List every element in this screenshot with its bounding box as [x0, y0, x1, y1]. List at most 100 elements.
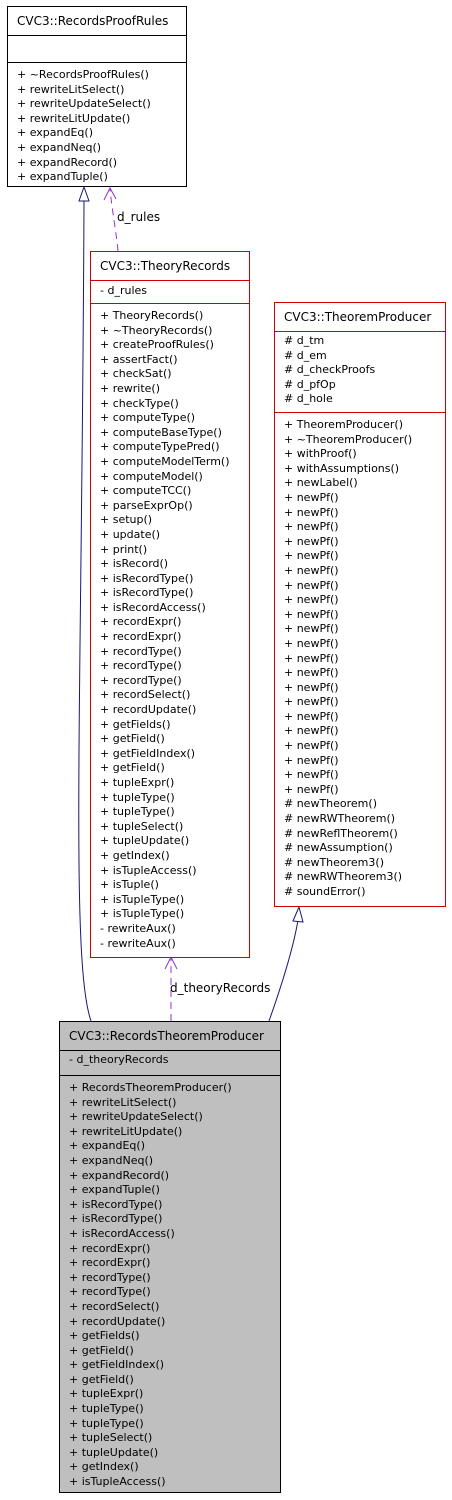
- method-item: + recordExpr(): [100, 630, 182, 644]
- method-item: + RecordsTheoremProducer(): [69, 1081, 232, 1094]
- method-item: + getField(): [100, 732, 165, 746]
- method-item: + newPf(): [284, 534, 339, 548]
- method-item: # newTheorem3(): [284, 855, 384, 869]
- method-item: # newReflTheorem(): [284, 826, 398, 840]
- method-item: + rewriteUpdateSelect(): [69, 1110, 203, 1124]
- method-item: + tupleExpr(): [69, 1387, 144, 1401]
- inheritance-edge-records-proof-rules: [78, 199, 92, 1022]
- method-item: + checkSat(): [100, 367, 172, 381]
- method-item: + expandRecord(): [69, 1168, 170, 1182]
- method-item: + newPf(): [284, 768, 339, 782]
- method-item: + newPf(): [284, 563, 339, 577]
- inheritance-arrowhead-records-proof-rules: [78, 185, 90, 202]
- method-item: - rewriteAux(): [100, 936, 176, 950]
- method-item: + getFieldIndex(): [100, 746, 196, 760]
- method-item: + withAssumptions(): [284, 461, 400, 475]
- method-item: + computeModelTerm(): [100, 454, 230, 468]
- method-item: + tupleSelect(): [69, 1431, 153, 1445]
- methods-section: + TheoryRecords()+ ~TheoryRecords()+ cre…: [91, 303, 249, 951]
- class-records-proof-rules[interactable]: CVC3::RecordsProofRules + ~RecordsProofR…: [7, 6, 187, 187]
- method-item: + computeModel(): [100, 469, 203, 483]
- method-item: + recordExpr(): [69, 1256, 151, 1270]
- method-item: + recordSelect(): [100, 688, 191, 702]
- method-item: + createProofRules(): [100, 338, 214, 352]
- method-item: + recordUpdate(): [100, 703, 197, 717]
- method-item: + expandTuple(): [17, 170, 108, 184]
- class-title: CVC3::TheoryRecords: [100, 259, 231, 273]
- method-item: + newPf(): [284, 549, 339, 563]
- class-title: CVC3::RecordsProofRules: [17, 14, 169, 28]
- inheritance-arrowhead-theorem-producer: [292, 905, 304, 923]
- attribute-item: # d_checkProofs: [284, 363, 376, 377]
- attributes-section: # d_tm# d_em# d_checkProofs# d_pfOp# d_h…: [275, 331, 445, 412]
- method-item: + recordType(): [100, 659, 182, 673]
- method-item: + getIndex(): [100, 848, 170, 862]
- method-item: + tupleExpr(): [100, 776, 175, 789]
- class-theorem-producer[interactable]: CVC3::TheoremProducer # d_tm# d_em# d_ch…: [274, 302, 446, 907]
- method-item: + recordType(): [69, 1270, 151, 1284]
- edge-label-d-theoryrecords: d_theoryRecords: [170, 981, 271, 995]
- method-item: + rewriteLitUpdate(): [69, 1124, 183, 1138]
- method-item: + newPf(): [284, 753, 339, 767]
- usage-edge-d-rules: [109, 188, 119, 252]
- method-item: + newPf(): [284, 709, 339, 723]
- method-item: + computeTCC(): [100, 484, 192, 498]
- class-theory-records[interactable]: CVC3::TheoryRecords - d_rules + TheoryRe…: [90, 251, 250, 958]
- method-item: # soundError(): [284, 885, 366, 898]
- method-item: + rewriteLitSelect(): [17, 82, 125, 96]
- method-item: + isRecord(): [100, 557, 169, 571]
- method-item: + ~TheoryRecords(): [100, 323, 213, 337]
- method-item: + setup(): [100, 513, 153, 527]
- method-item: + newPf(): [284, 666, 339, 680]
- method-item: + getIndex(): [69, 1460, 139, 1474]
- usage-arrowhead-d-rules: [103, 186, 117, 201]
- method-item: + print(): [100, 542, 148, 556]
- method-item: + isRecordType(): [100, 586, 194, 600]
- method-item: + newLabel(): [284, 476, 358, 490]
- method-item: + getField(): [69, 1343, 134, 1357]
- method-item: + recordUpdate(): [69, 1314, 166, 1328]
- method-item: + tupleType(): [69, 1416, 144, 1430]
- method-item: + isRecordType(): [100, 571, 194, 585]
- method-item: + getField(): [100, 761, 165, 775]
- class-records-theorem-producer[interactable]: CVC3::RecordsTheoremProducer - d_theoryR…: [59, 1021, 281, 1493]
- attribute-item: # d_hole: [284, 392, 333, 406]
- method-item: + getFieldIndex(): [69, 1358, 165, 1372]
- method-item: # newRWTheorem3(): [284, 870, 403, 884]
- methods-section: + RecordsTheoremProducer()+ rewriteLitSe…: [60, 1075, 280, 1490]
- method-item: + tupleType(): [100, 805, 175, 819]
- method-item: + newPf(): [284, 695, 339, 709]
- method-item: + tupleType(): [69, 1402, 144, 1416]
- method-item: + recordSelect(): [69, 1299, 160, 1313]
- edge-label-d-rules: d_rules: [117, 210, 161, 224]
- method-item: + tupleType(): [100, 790, 175, 804]
- method-item: + TheoremProducer(): [284, 418, 403, 431]
- method-item: + newPf(): [284, 782, 339, 796]
- method-item: + newPf(): [284, 520, 339, 534]
- method-item: + recordType(): [69, 1285, 151, 1299]
- method-item: + recordExpr(): [69, 1241, 151, 1255]
- method-item: + newPf(): [284, 636, 339, 650]
- method-item: + rewrite(): [100, 381, 161, 395]
- method-item: + rewriteUpdateSelect(): [17, 97, 151, 111]
- attribute-item: # d_pfOp: [284, 377, 336, 391]
- method-item: + newPf(): [284, 593, 339, 607]
- method-item: + ~TheoremProducer(): [284, 432, 413, 446]
- class-title: CVC3::TheoremProducer: [284, 310, 432, 324]
- method-item: + isRecordAccess(): [100, 600, 206, 614]
- method-item: + newPf(): [284, 680, 339, 694]
- method-item: + isTuple(): [100, 878, 159, 892]
- method-item: + computeBaseType(): [100, 425, 222, 439]
- method-item: + getFields(): [100, 717, 171, 731]
- inheritance-edge-theorem-producer: [268, 919, 299, 1022]
- method-item: + newPf(): [284, 578, 339, 592]
- method-item: + tupleUpdate(): [69, 1445, 159, 1459]
- method-item: + expandEq(): [69, 1139, 145, 1153]
- method-item: + isRecordAccess(): [69, 1226, 175, 1240]
- method-item: + newPf(): [284, 607, 339, 621]
- method-item: + TheoryRecords(): [100, 309, 204, 322]
- method-item: + parseExprOp(): [100, 498, 193, 512]
- method-item: + newPf(): [284, 739, 339, 753]
- method-item: + expandNeq(): [69, 1153, 154, 1167]
